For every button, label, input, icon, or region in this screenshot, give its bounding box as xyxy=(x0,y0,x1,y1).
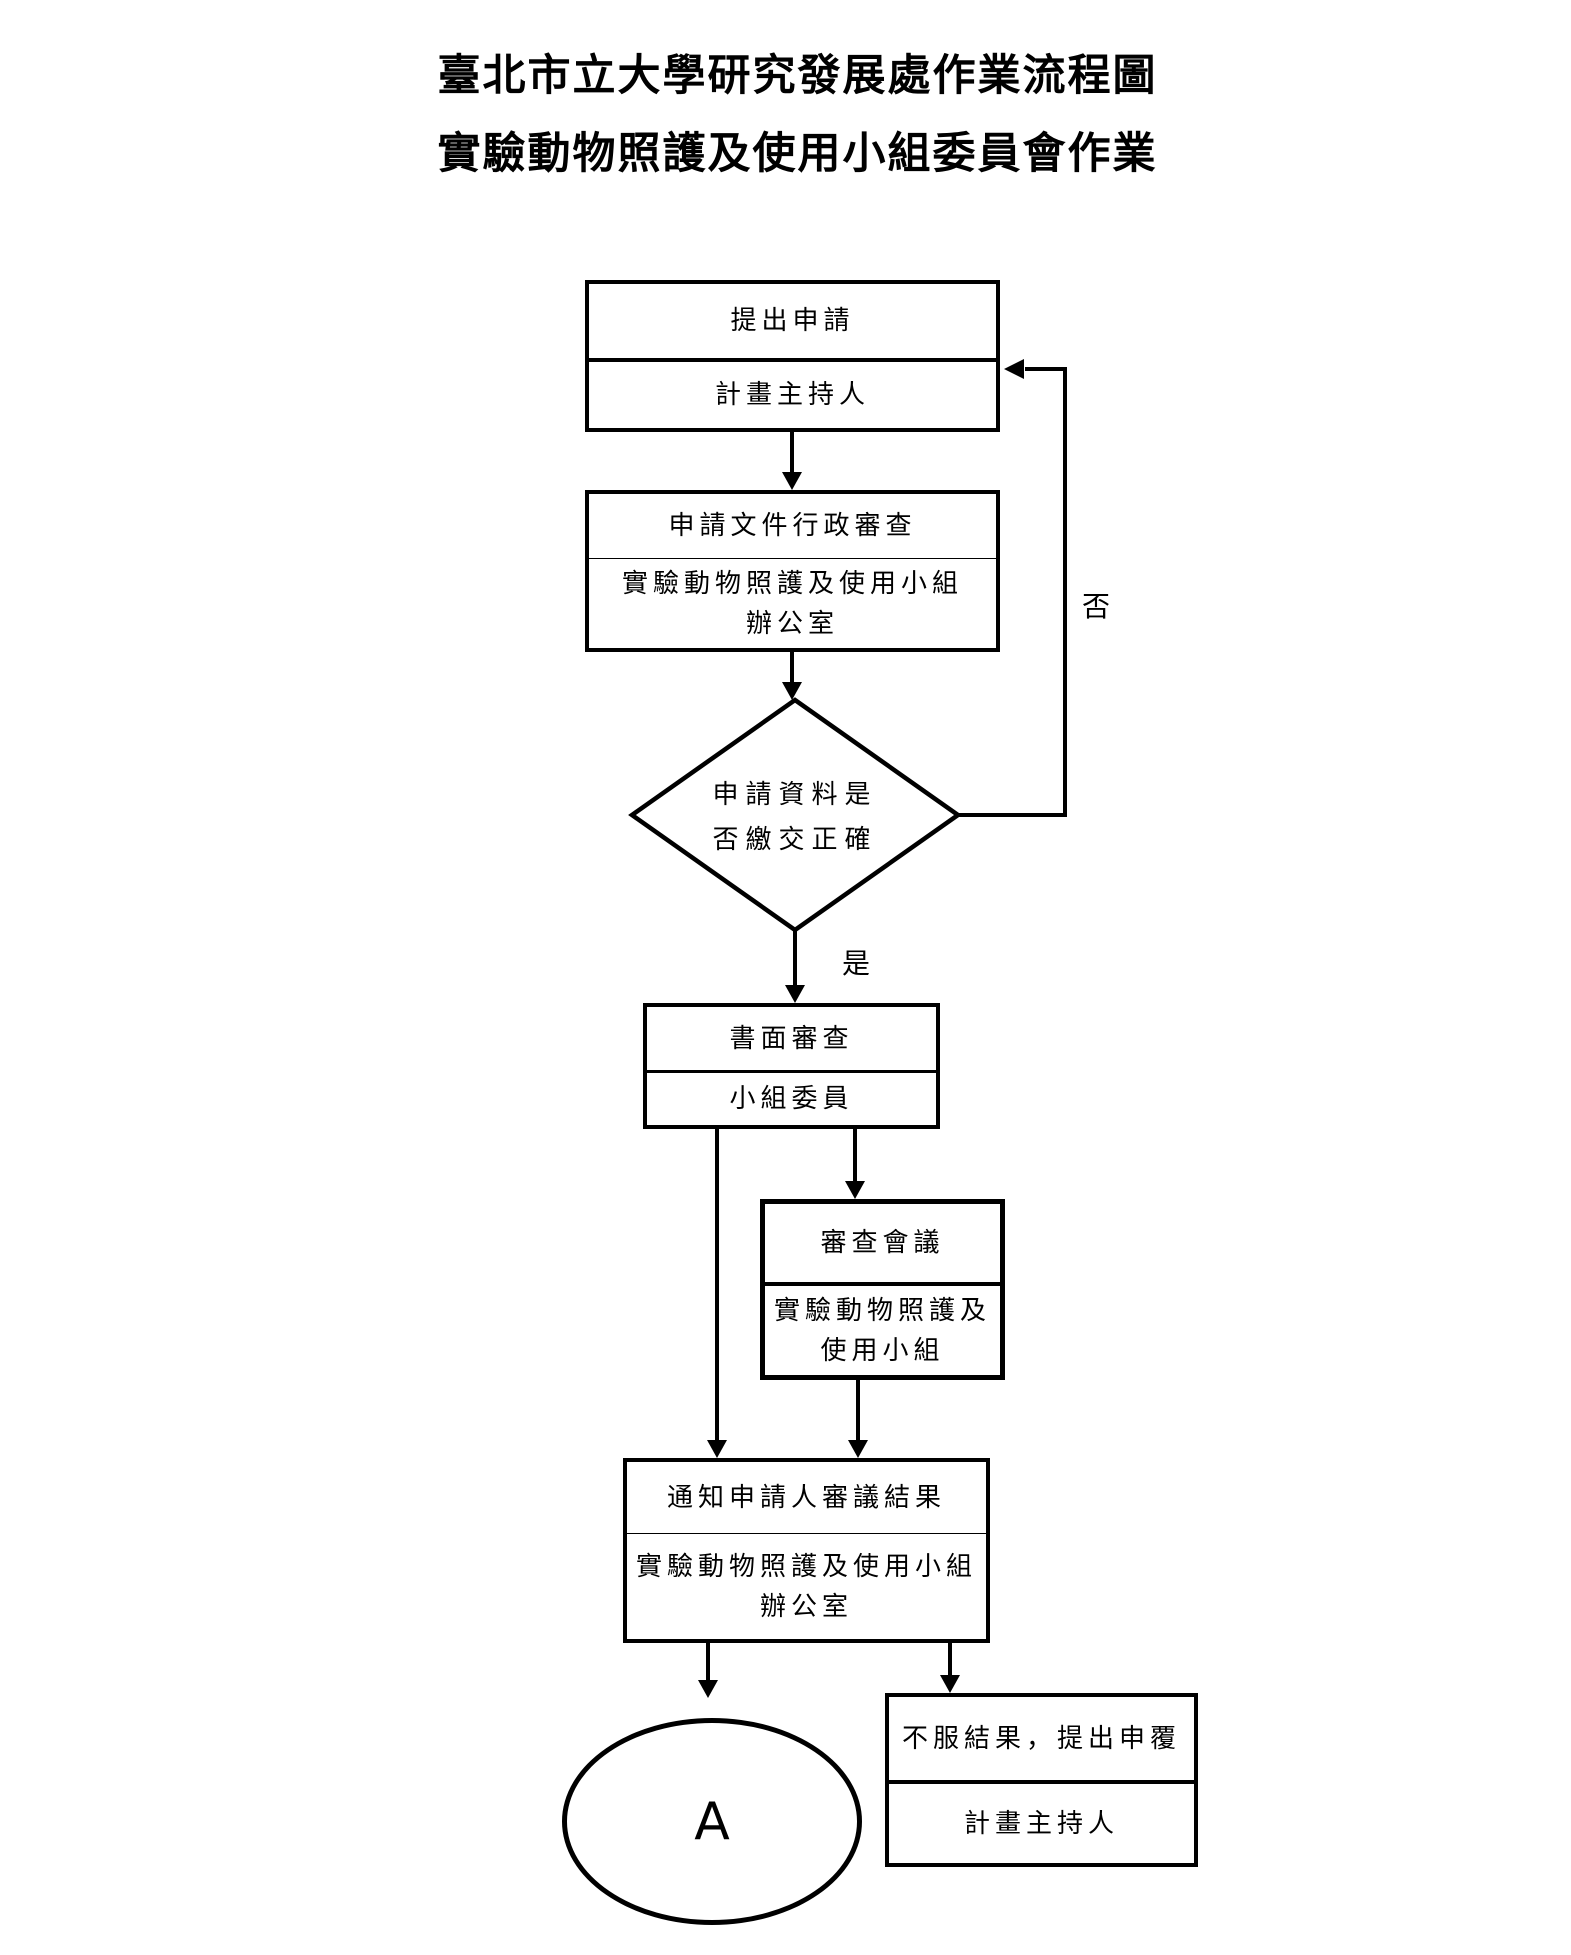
arrowhead-into-notify-right-icon xyxy=(848,1440,868,1458)
connector-terminator: A xyxy=(562,1718,862,1925)
arrowhead-into-paperreview-icon xyxy=(785,985,805,1003)
arrowhead-into-appeal-icon xyxy=(940,1675,960,1693)
edge-no-top-line xyxy=(1025,367,1067,371)
edge-no-vertical-line xyxy=(1063,367,1067,817)
edge-meeting-notify-line xyxy=(856,1380,860,1442)
node-appeal-actor: 計畫主持人 xyxy=(889,1780,1194,1863)
edge-adminreview-decision-line xyxy=(790,652,794,684)
node-notify-result-step: 通知申請人審議結果 xyxy=(666,1482,946,1512)
node-apply-step: 提出申請 xyxy=(730,306,855,335)
node-paper-review: 書面審查 小組委員 xyxy=(643,1003,940,1129)
node-admin-review: 申請文件行政審查 實驗動物照護及使用小組 辦公室 xyxy=(585,490,1000,652)
node-review-meeting: 審查會議 實驗動物照護及 使用小組 xyxy=(760,1199,1005,1380)
edge-apply-adminreview-line xyxy=(790,432,794,474)
branch-label-yes: 是 xyxy=(842,949,871,980)
node-paper-review-step: 書面審查 xyxy=(729,1023,854,1053)
arrowhead-into-apply-icon xyxy=(1004,359,1024,379)
arrowhead-into-notify-left-icon xyxy=(707,1440,727,1458)
edge-notify-appeal-line xyxy=(948,1643,952,1677)
edge-paperreview-meeting-line xyxy=(853,1129,857,1183)
arrowhead-into-decision-icon xyxy=(782,682,802,700)
arrowhead-into-meeting-icon xyxy=(845,1181,865,1199)
branch-label-no: 否 xyxy=(1082,592,1111,623)
node-admin-review-step: 申請文件行政審查 xyxy=(668,511,917,540)
node-review-meeting-step: 審查會議 xyxy=(820,1228,945,1257)
node-apply-actor: 計畫主持人 xyxy=(589,358,996,428)
node-appeal: 不服結果，提出申覆 計畫主持人 xyxy=(885,1693,1198,1867)
node-paper-review-actor: 小組委員 xyxy=(647,1070,936,1125)
connector-label: A xyxy=(694,1791,730,1852)
page-title-line2: 實驗動物照護及使用小組委員會作業 xyxy=(437,131,1158,178)
edge-paperreview-notify-line xyxy=(715,1129,719,1442)
page-title: 臺北市立大學研究發展處作業流程圖 實驗動物照護及使用小組委員會作業 xyxy=(0,38,1571,194)
node-apply: 提出申請 計畫主持人 xyxy=(585,280,1000,432)
edge-no-bottom-line xyxy=(956,813,1067,817)
node-notify-result-actor: 實驗動物照護及使用小組 辦公室 xyxy=(627,1533,986,1639)
edge-notify-connector-line xyxy=(706,1643,710,1680)
node-appeal-step: 不服結果，提出申覆 xyxy=(901,1723,1181,1753)
node-review-meeting-actor: 實驗動物照護及 使用小組 xyxy=(765,1282,1000,1375)
arrowhead-into-adminreview-icon xyxy=(782,472,802,490)
node-admin-review-actor: 實驗動物照護及使用小組 辦公室 xyxy=(589,558,996,648)
edge-decision-paperreview-line xyxy=(793,930,797,987)
node-notify-result: 通知申請人審議結果 實驗動物照護及使用小組 辦公室 xyxy=(623,1458,990,1643)
page-title-line1: 臺北市立大學研究發展處作業流程圖 xyxy=(437,53,1158,100)
decision-question: 申請資料是 否繳交正確 xyxy=(712,780,878,854)
arrowhead-into-connector-icon xyxy=(698,1680,718,1698)
